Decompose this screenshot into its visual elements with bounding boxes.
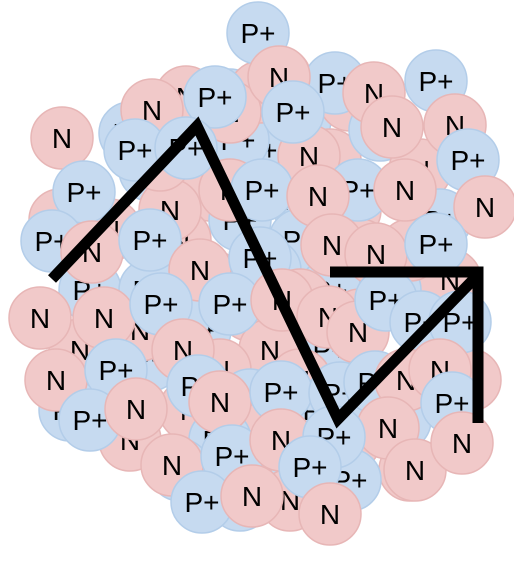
neutron-label: N [126,394,146,425]
proton: P+ [262,81,324,143]
neutron-label: N [322,230,342,261]
neutron: N [221,465,283,527]
neutron-label: N [162,450,182,481]
proton-label: P+ [263,377,298,408]
neutron-label: N [382,112,402,143]
neutron-label: N [52,123,72,154]
proton-label: P+ [240,18,275,49]
proton-label: P+ [184,487,219,518]
proton-label: P+ [66,177,101,208]
proton-label: P+ [292,452,327,483]
neutron-label: N [452,428,472,459]
proton: P+ [405,213,467,275]
neutron-label: N [30,303,50,334]
neutron: N [431,412,493,474]
neutron-label: N [308,181,328,212]
neutron: N [299,483,361,545]
neutron-label: N [405,455,425,486]
proton-label: P+ [275,97,310,128]
proton-label: P+ [450,145,485,176]
proton-label: P+ [132,225,167,256]
proton-label: P+ [197,82,232,113]
proton-label: P+ [72,405,107,436]
neutron-label: N [366,239,386,270]
neutron-label: N [210,387,230,418]
proton-label: P+ [117,135,152,166]
neutron: N [9,287,71,349]
neutron-label: N [378,413,398,444]
neutron: N [361,96,423,158]
proton-label: P+ [418,66,453,97]
neutron-label: N [395,175,415,206]
neutron-label: N [242,481,262,512]
neutron: N [374,159,436,221]
neutron-label: N [94,303,114,334]
neutron: N [73,287,135,349]
neutron: N [105,378,167,440]
neutron: N [189,371,251,433]
proton-label: P+ [244,175,279,206]
neutron-label: N [190,255,210,286]
neutron-label: N [46,365,66,396]
neutron-label: N [475,192,495,223]
proton-label: P+ [418,229,453,260]
proton-label: P+ [212,289,247,320]
neutron-label: N [320,499,340,530]
neutron: N [31,107,93,169]
proton-label: P+ [143,289,178,320]
